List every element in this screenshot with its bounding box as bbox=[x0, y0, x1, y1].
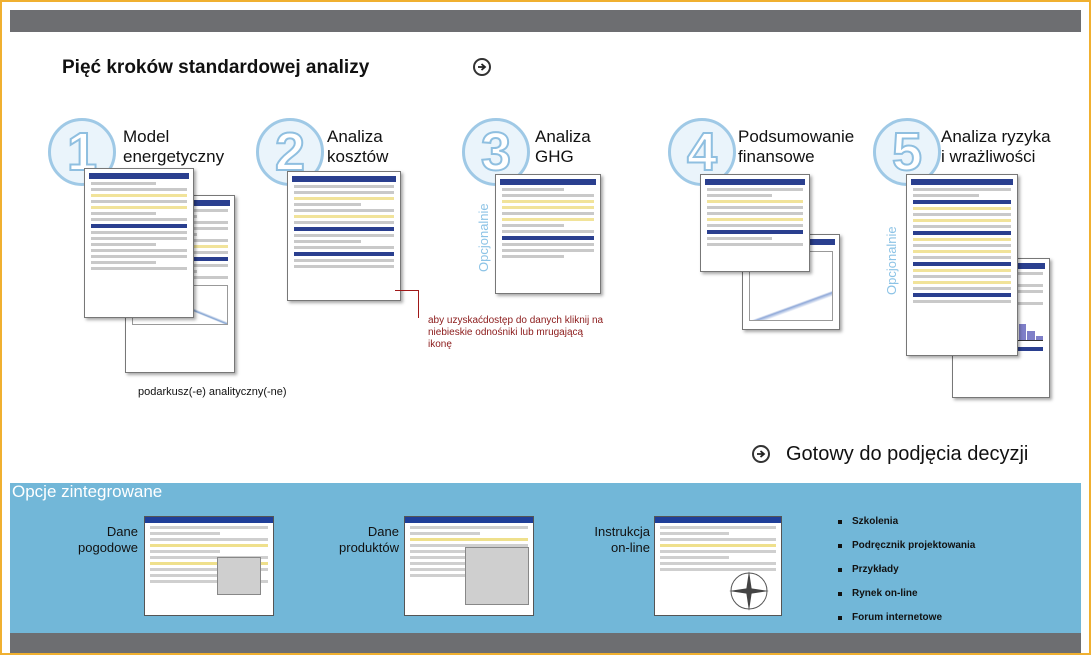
arrow-right-circle-icon[interactable] bbox=[473, 58, 491, 76]
arrow-right-circle-icon[interactable] bbox=[752, 445, 770, 463]
note-connector-h bbox=[395, 290, 419, 291]
weather-data-thumbnail[interactable] bbox=[144, 516, 274, 616]
online-manual-thumbnail[interactable] bbox=[654, 516, 782, 616]
step-4-sheet[interactable] bbox=[700, 174, 810, 272]
link-online-market[interactable]: Rynek on-line bbox=[838, 588, 975, 612]
compass-rose-icon bbox=[729, 571, 769, 611]
step-1-sheet[interactable] bbox=[84, 168, 194, 318]
product-data-thumbnail[interactable] bbox=[404, 516, 534, 616]
link-examples[interactable]: Przykłady bbox=[838, 564, 975, 588]
note-connector-v bbox=[418, 290, 419, 318]
resource-links: Szkolenia Podręcznik projektowania Przyk… bbox=[838, 516, 975, 636]
link-training[interactable]: Szkolenia bbox=[838, 516, 975, 540]
access-note: aby uzyskaćdostęp do danych kliknij na n… bbox=[428, 315, 604, 350]
step-2-sheet[interactable] bbox=[287, 171, 401, 301]
link-internet-forum[interactable]: Forum internetowe bbox=[838, 612, 975, 636]
top-bar bbox=[10, 10, 1081, 32]
integrated-options-title: Opcje zintegrowane bbox=[12, 482, 163, 501]
step-5-sheet[interactable] bbox=[906, 174, 1018, 356]
ready-for-decision-link[interactable]: Gotowy do podjęcia decyzji bbox=[786, 443, 1029, 465]
link-design-handbook[interactable]: Podręcznik projektowania bbox=[838, 540, 975, 564]
subworksheet-caption: podarkusz(-e) analityczny(-ne) bbox=[138, 386, 287, 398]
step-3-optional-label: Opcjonalnie bbox=[476, 203, 491, 272]
page-title: Pięć kroków standardowej analizy bbox=[62, 57, 370, 78]
step-1-number: 1 bbox=[48, 118, 116, 186]
step-3-sheet[interactable] bbox=[495, 174, 601, 294]
bottom-bar bbox=[10, 633, 1081, 653]
step-5-optional-label: Opcjonalnie bbox=[884, 226, 899, 295]
